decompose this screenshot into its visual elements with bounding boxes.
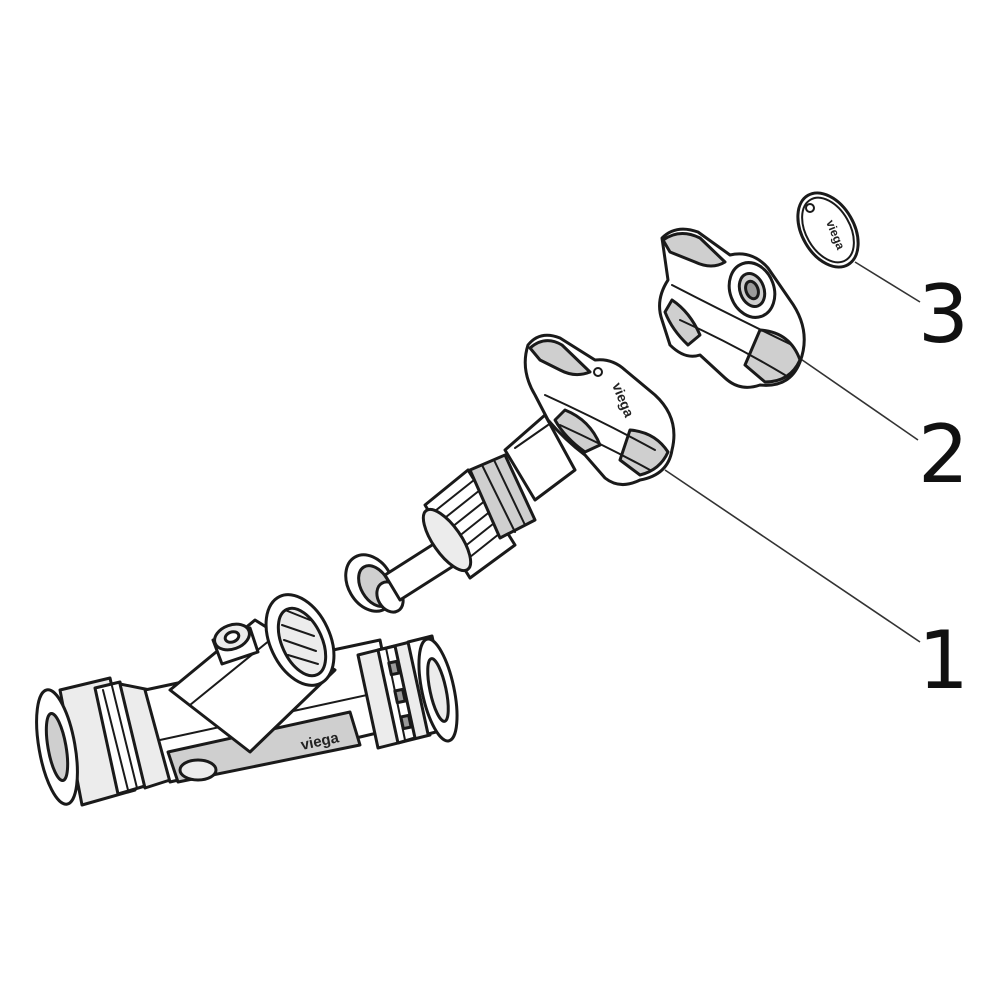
drain-boss [178, 758, 218, 782]
cover-cap: viega [796, 191, 860, 269]
leader-lines [664, 261, 921, 643]
callout-numbers: 3 2 1 [918, 268, 969, 707]
upper-part: viega [344, 333, 676, 614]
threaded-bonnet [421, 453, 537, 580]
upper-stem [503, 413, 577, 502]
test-port [211, 622, 260, 666]
valve-body: viega [35, 593, 459, 807]
left-press-connector [35, 676, 172, 807]
leader-line-1 [664, 469, 921, 643]
right-press-connector [356, 634, 459, 750]
leader-line-3 [854, 261, 921, 303]
handwheel [658, 227, 806, 389]
callout-number-1: 1 [918, 614, 969, 707]
valve-disc [344, 553, 405, 614]
callout-number-3: 3 [918, 268, 969, 361]
callout-number-2: 2 [918, 408, 969, 501]
leader-line-2 [794, 354, 919, 441]
upper-part-handle: viega [523, 333, 676, 486]
